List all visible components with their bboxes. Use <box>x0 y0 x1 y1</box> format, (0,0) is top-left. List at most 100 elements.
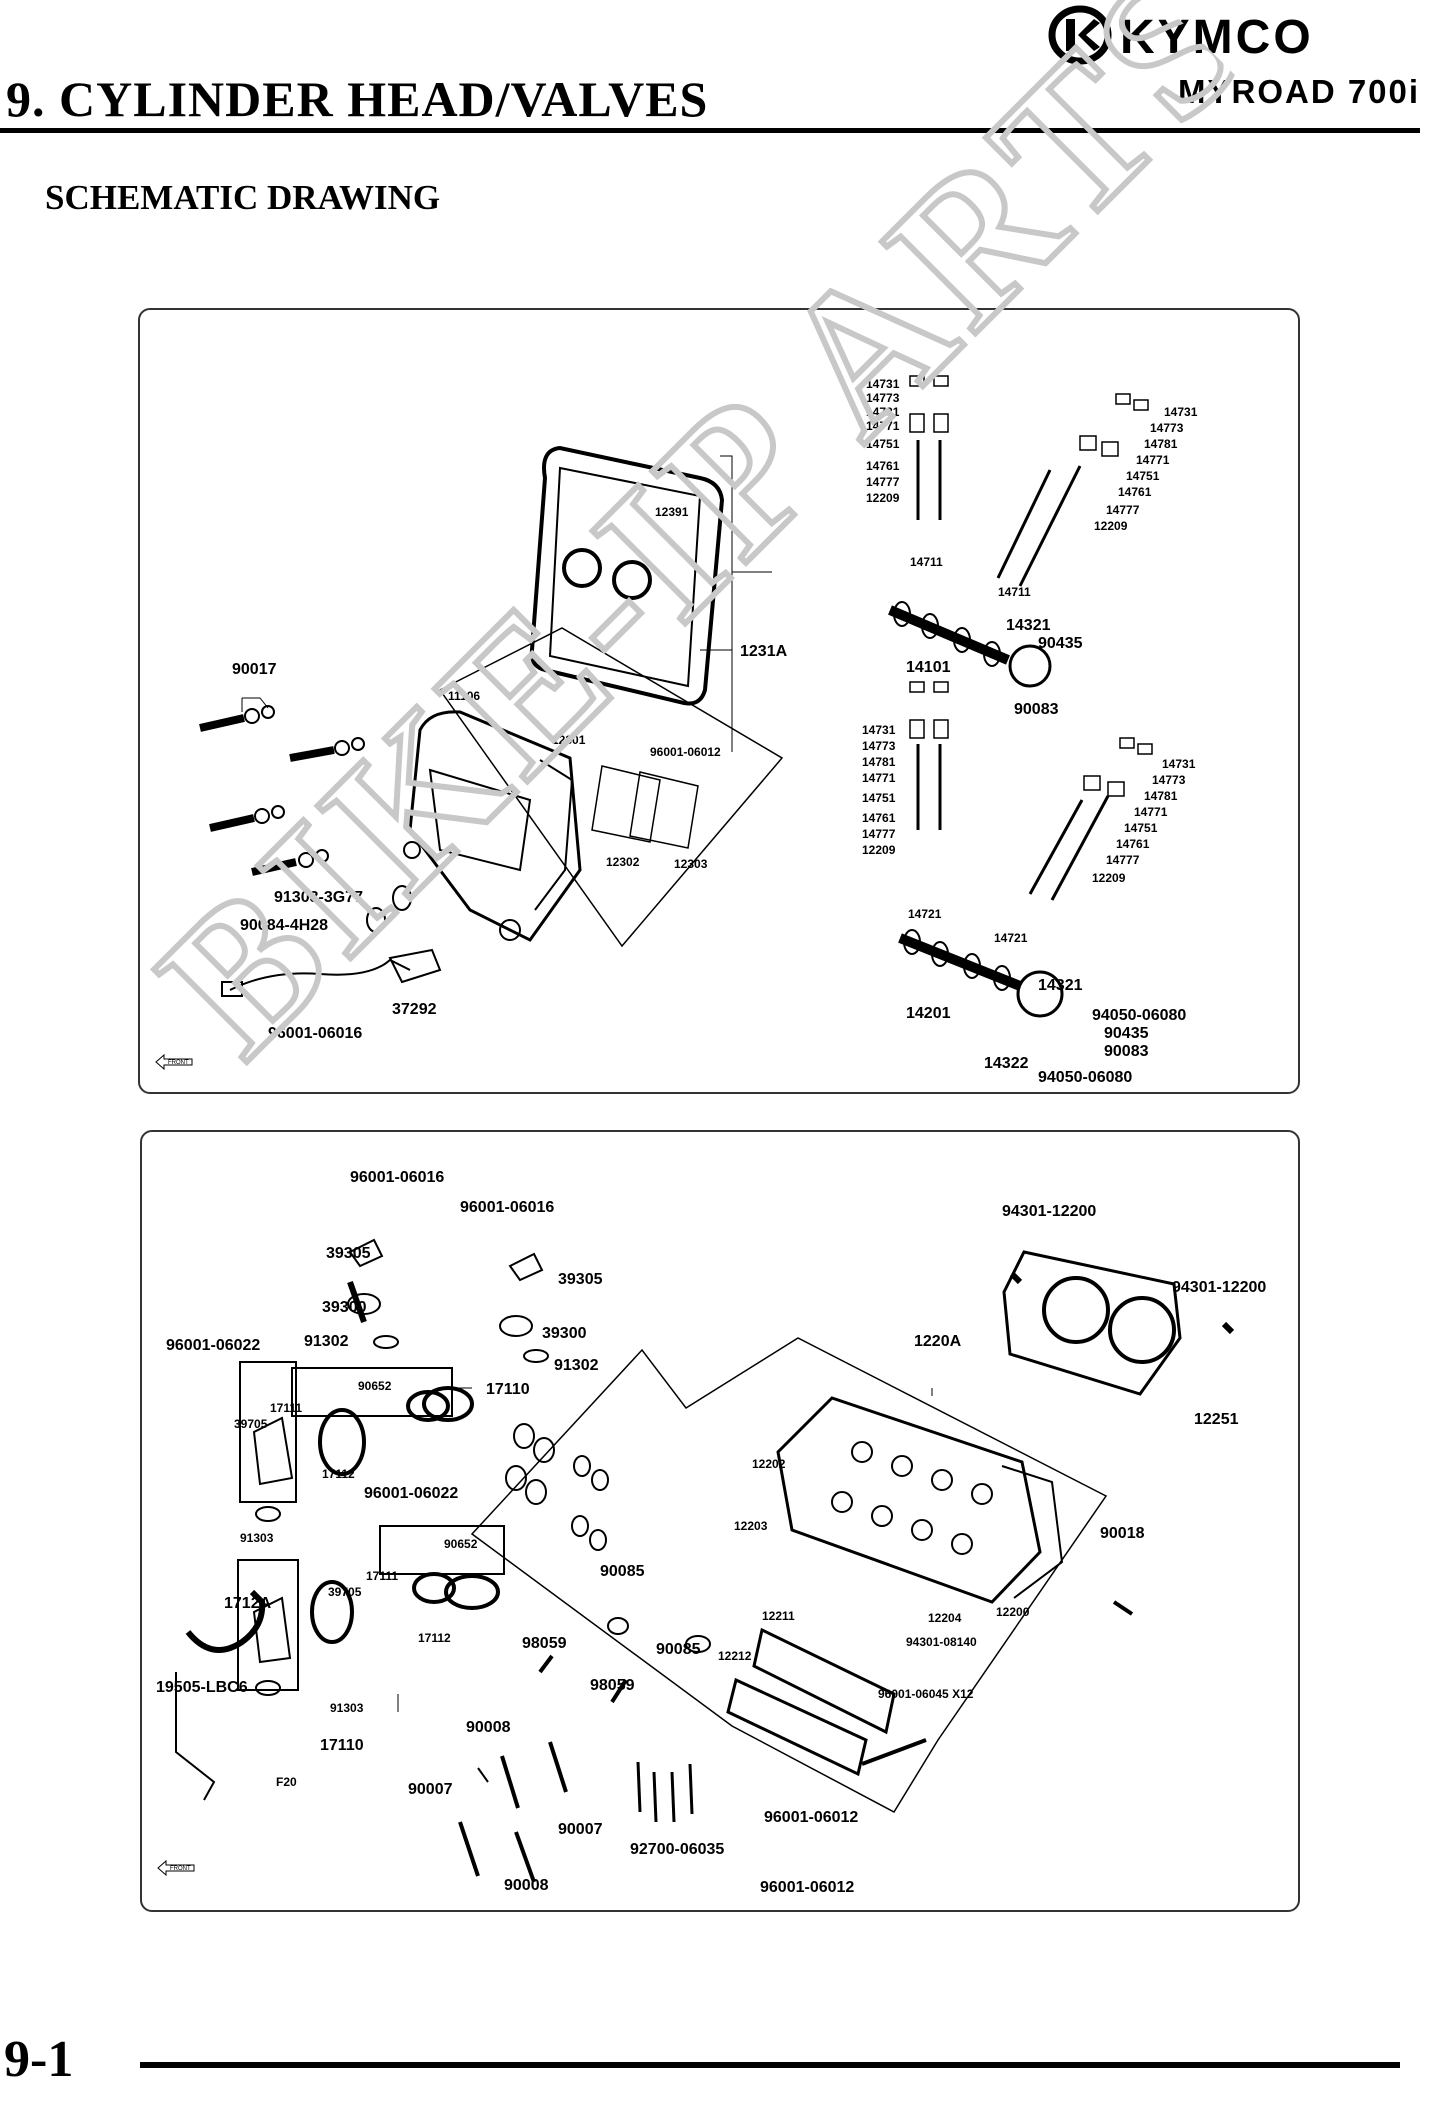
part-label: 14771 <box>862 771 896 785</box>
part-label: 17110 <box>320 1737 364 1754</box>
part-label: 96001-06016 <box>268 1025 363 1042</box>
part-label: 14731 <box>866 377 900 391</box>
part-label: 96001-06012 <box>650 745 721 759</box>
part-label: 96001-06045 X12 <box>878 1687 974 1701</box>
part-label: 14711 <box>998 585 1031 599</box>
part-label: 90018 <box>1100 1525 1145 1542</box>
front-label: FRONT <box>168 1060 189 1066</box>
part-label: 96001-06016 <box>460 1199 555 1216</box>
part-label: 90017 <box>232 661 277 678</box>
part-label: 91303 <box>330 1701 364 1715</box>
part-label: 17110 <box>486 1381 530 1398</box>
part-label: 90083 <box>1104 1043 1149 1060</box>
svg-text:KYMCO: KYMCO <box>1120 11 1314 64</box>
part-label: 12200 <box>996 1605 1030 1619</box>
part-label: 96001-06012 <box>764 1809 859 1826</box>
part-label: 90435 <box>1038 635 1083 652</box>
part-label: 94301-12200 <box>1172 1279 1267 1296</box>
footer-rule <box>140 2062 1400 2068</box>
part-label: 12212 <box>718 1649 752 1663</box>
part-label: 14322 <box>984 1055 1029 1072</box>
part-label: 14751 <box>862 791 896 805</box>
part-label: 14731 <box>862 723 896 737</box>
kymco-logo: KYMCO <box>1048 5 1314 65</box>
part-label: 90084-4H28 <box>240 917 329 934</box>
part-label: 90652 <box>358 1379 392 1393</box>
part-label: 14771 <box>866 419 900 433</box>
part-label: 12251 <box>1194 1411 1239 1428</box>
part-label: 94050-06080 <box>1092 1007 1187 1024</box>
part-label: 39300 <box>322 1299 367 1316</box>
part-label: 12211 <box>762 1609 795 1623</box>
part-label: 96001-06022 <box>166 1337 261 1354</box>
part-label: 90085 <box>656 1641 701 1658</box>
page-title: 9. CYLINDER HEAD/VALVES <box>6 71 709 127</box>
part-label: 14201 <box>906 1005 951 1022</box>
part-label: 14721 <box>908 907 942 921</box>
part-label: 14761 <box>866 459 900 473</box>
part-label: 14761 <box>1116 837 1150 851</box>
part-label: 14773 <box>862 739 896 753</box>
part-label: 98059 <box>522 1635 567 1652</box>
part-label: 14721 <box>994 931 1028 945</box>
front-arrow-icon: FRONT <box>155 1053 193 1070</box>
diagram-panel-top: 14731 14773 14781 14771 14751 14761 1477… <box>138 308 1300 1094</box>
part-label: 12301 <box>552 733 586 747</box>
part-label: 12303 <box>674 857 708 871</box>
part-label: 39705 <box>234 1417 268 1431</box>
part-label: 96001-06016 <box>350 1169 445 1186</box>
part-label: 1712A <box>224 1595 272 1612</box>
part-label: F20 <box>276 1775 297 1789</box>
part-label: 14711 <box>910 555 943 569</box>
part-label: 11106 <box>448 689 481 703</box>
part-label: 14771 <box>1136 453 1170 467</box>
part-label: 91303 <box>240 1531 274 1545</box>
part-label: 12204 <box>928 1611 962 1625</box>
part-label: 14761 <box>1118 485 1152 499</box>
part-label: 39705 <box>328 1585 362 1599</box>
part-label: 14101 <box>906 659 951 676</box>
part-label: 17112 <box>322 1467 355 1481</box>
part-label: 14777 <box>1106 503 1140 517</box>
part-label: 14731 <box>1164 405 1198 419</box>
part-label: 98059 <box>590 1677 635 1694</box>
part-label: 14781 <box>866 405 900 419</box>
part-label: 90435 <box>1104 1025 1149 1042</box>
part-label: 14777 <box>1106 853 1140 867</box>
part-label: 39300 <box>542 1325 587 1342</box>
bottom-diagram-drawing <box>175 1238 1235 1883</box>
part-label: 92700-06035 <box>630 1841 725 1858</box>
part-label: 39305 <box>558 1271 603 1288</box>
model-name: MYROAD 700i <box>1178 73 1421 110</box>
part-label: 90085 <box>600 1563 645 1580</box>
part-label: 14781 <box>1144 437 1178 451</box>
part-label: 14773 <box>1150 421 1184 435</box>
diagram-panel-bottom: 96001-06016 96001-06016 39305 39305 3930… <box>140 1130 1300 1912</box>
part-label: 14751 <box>866 437 900 451</box>
part-label: 19505-LBC6 <box>156 1679 248 1696</box>
part-label: 96001-06012 <box>760 1879 855 1896</box>
part-label: 12302 <box>606 855 640 869</box>
part-label: 37292 <box>392 1001 437 1018</box>
part-label: 94050-06080 <box>1038 1069 1133 1086</box>
page-number: 9-1 <box>4 2031 74 2088</box>
part-label: 90008 <box>466 1719 511 1736</box>
part-label: 90652 <box>444 1537 478 1551</box>
part-label: 90007 <box>408 1781 453 1798</box>
part-label: 14321 <box>1038 977 1083 994</box>
part-label: 12203 <box>734 1519 768 1533</box>
part-label: 94301-12200 <box>1002 1203 1097 1220</box>
part-label: 14781 <box>1144 789 1178 803</box>
part-label: 14731 <box>1162 757 1196 771</box>
part-label: 12391 <box>655 505 689 519</box>
part-label: 17112 <box>418 1631 451 1645</box>
part-label: 14321 <box>1006 617 1051 634</box>
part-label: 14777 <box>866 475 900 489</box>
part-label: 90007 <box>558 1821 603 1838</box>
part-label: 14761 <box>862 811 896 825</box>
part-label: 12209 <box>862 843 896 857</box>
part-label: 12209 <box>1092 871 1126 885</box>
front-arrow-icon: FRONT <box>157 1859 195 1876</box>
part-label: 94301-08140 <box>906 1635 977 1649</box>
section-heading: SCHEMATIC DRAWING <box>45 178 441 217</box>
